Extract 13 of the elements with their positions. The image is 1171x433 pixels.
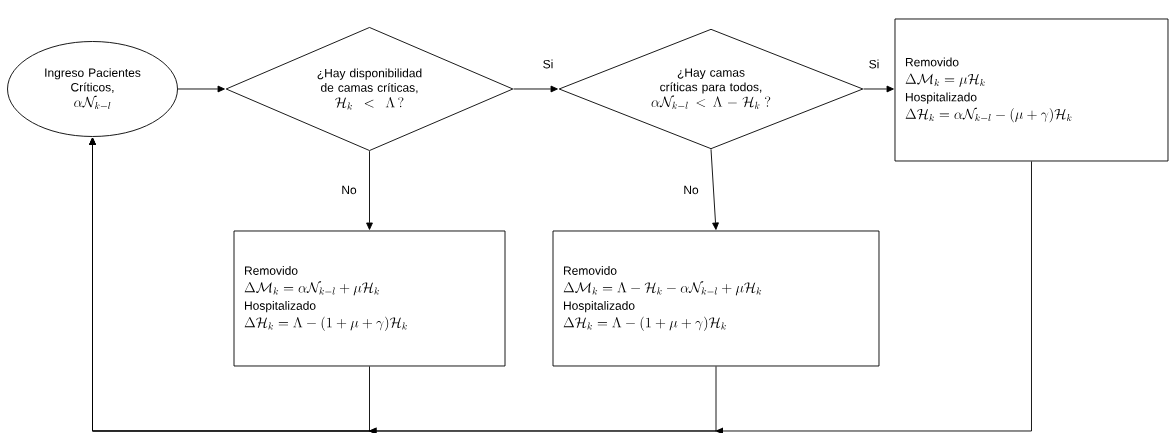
- edge-label: Si: [541, 58, 555, 70]
- process-box: Removido $\Delta\mathcal{M}_k = \mu\mathcal{H}_k$ Hospitalizado $\Delta\mathcal{H}_k = \alpha\mathcal{N}_{k-l} - (\mu+\gamma)\mathcal{H}_k$: [894, 18, 1169, 162]
- arrow: [513, 85, 558, 93]
- arrow: [366, 150, 373, 230]
- edge-label: No: [682, 184, 700, 196]
- arrow: [89, 137, 717, 433]
- arrow: [710, 148, 719, 230]
- process-box: Removido $\Delta\mathcal{M}_k = \Lambda - \mathcal{H}_k - \alpha\mathcal{N}_{k-l} + \mu\mathcal{H}_k$ Hospitalizado $\Delta\mathcal{H}_k = \Lambda - (1+\mu+\gamma)\mathcal{H}_k$: [552, 230, 880, 367]
- arrow: [177, 85, 225, 93]
- process-box: Removido $\Delta\mathcal{M}_k = \alpha\mathcal{N}_{k-l} + \mu\mathcal{H}_k$ Hospitalizado $\Delta\mathcal{H}_k = \Lambda - (1+\mu+\gamma)\mathcal{H}_k$: [233, 230, 506, 367]
- edge-label: No: [340, 184, 358, 196]
- arrow: [863, 85, 894, 93]
- edge-label: Si: [867, 58, 881, 70]
